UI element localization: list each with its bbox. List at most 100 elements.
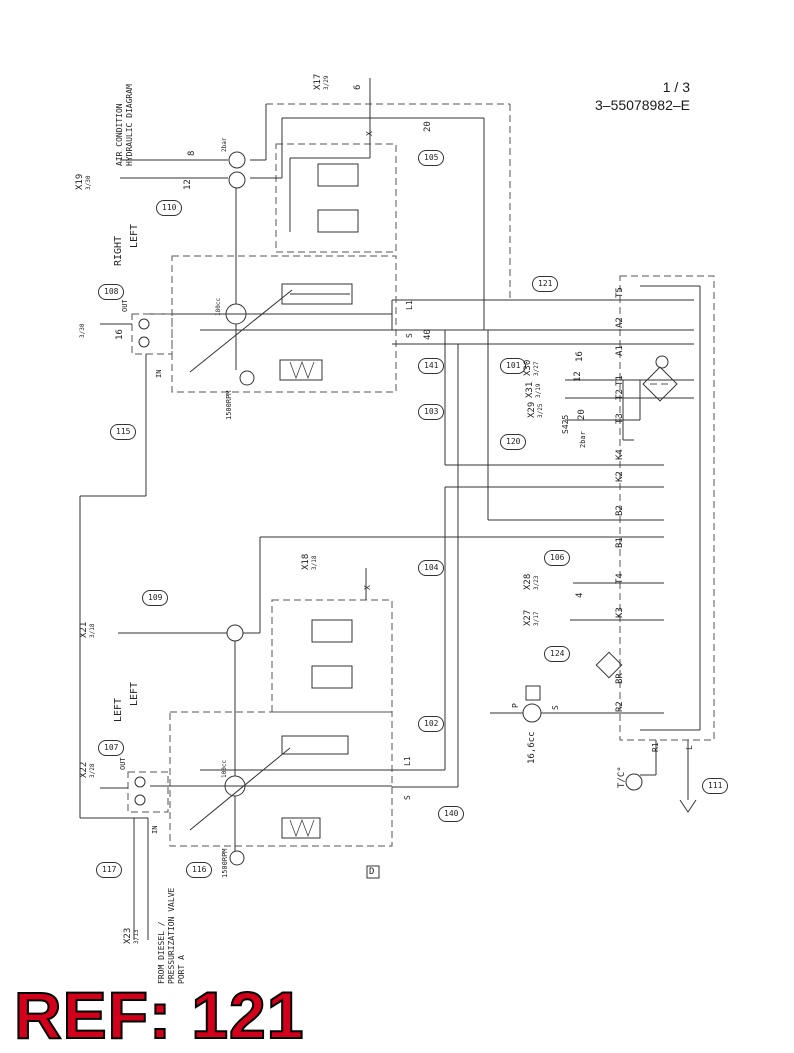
connector-x22-ref: 3/28 (89, 763, 96, 778)
port-k2: K2 (615, 471, 625, 482)
callout-balloon-110: 110 (156, 200, 183, 216)
auxiliary-motor (490, 685, 560, 723)
label-out-lower: OUT (119, 757, 127, 770)
label-valve: S425 (561, 414, 570, 434)
line-size-4: 20 (423, 121, 433, 132)
callout-balloon-103: 103 (418, 404, 445, 420)
connector-x17: X17 (313, 73, 323, 90)
port-t3: T3 (615, 413, 625, 424)
connector-x31: X31 (525, 381, 535, 398)
callout-balloon-117: 117 (96, 862, 123, 878)
upper-circuit (79, 78, 511, 818)
lower-circuit (80, 330, 489, 940)
connector-x27-ref: 3/17 (533, 611, 540, 626)
callout-balloon-141: 141 (418, 358, 445, 374)
line-size-6: 4 (575, 592, 585, 598)
callout-balloon-107: 107 (98, 740, 125, 756)
page-number: 1 / 3 (662, 79, 690, 95)
page-header: 1 / 3 3–55078982–E (595, 78, 690, 114)
connector-x18-ref: 3/18 (311, 555, 318, 570)
line-size-2: 12 (183, 179, 193, 190)
label-in-upper: IN (155, 369, 163, 378)
connector-x22: X22 (79, 761, 89, 778)
callout-balloon-140: 140 (438, 806, 465, 822)
label-cc-right: 180cc (215, 297, 222, 316)
label-x-upper: X (365, 131, 374, 136)
connector-x19-ref: 3/30 (85, 175, 92, 190)
connector-x28: X28 (523, 573, 533, 590)
line-size-1: 8 (187, 150, 197, 156)
port-a2: A2 (615, 317, 625, 328)
label-s-motor: S (551, 705, 560, 710)
port-t2: T2 (615, 389, 625, 400)
label-tc: T/C° (617, 766, 627, 788)
connector-x23: X23 (123, 927, 133, 944)
callout-balloon-116: 116 (186, 862, 213, 878)
line-size-0: 6 (353, 84, 363, 90)
callout-balloon-109: 109 (142, 590, 169, 606)
label-box-d: D (369, 867, 375, 877)
port-t1: T1 (615, 375, 625, 386)
section-left-label-lower-1: LEFT (113, 697, 124, 722)
line-size-9: 12 (573, 371, 583, 382)
label-in-lower: IN (151, 825, 159, 834)
diagram-title-line-1: AIR CONDITION (115, 103, 124, 166)
section-right-label: RIGHT (113, 235, 124, 266)
label-rpm-upper: 1500RPM (225, 390, 233, 420)
port-k3: K3 (615, 607, 625, 618)
filter-symbol (642, 355, 678, 402)
connector-x21: X21 (79, 621, 89, 638)
label-cc-left: 100cc (221, 759, 228, 778)
label-bar-small: 2bar (221, 137, 228, 152)
connector-x18: X18 (301, 553, 311, 570)
label-l: L (685, 745, 694, 750)
label-l1-upper: L1 (405, 300, 414, 310)
connector-x17-ref: 3/29 (323, 75, 330, 90)
diagram-title-line-2: HYDRAULIC DIAGRAM (125, 84, 134, 166)
manifold-block (619, 275, 715, 741)
callout-balloon-111: 111 (702, 778, 729, 794)
line-size-3: 16 (115, 329, 125, 340)
label-rpm-lower: 1500RPM (221, 848, 229, 878)
line-size-5: 40 (423, 329, 433, 340)
ref-label: REF: 121 (13, 978, 305, 1052)
callout-balloon-108: 108 (98, 284, 125, 300)
label-s-lower: S (403, 795, 412, 800)
port-br: BR (615, 673, 625, 684)
port-r2: R2 (615, 701, 625, 712)
callout-balloon-105: 105 (418, 150, 445, 166)
connector-x21-ref: 3/18 (89, 623, 96, 638)
callout-balloon-121: 121 (532, 276, 559, 292)
section-left-label-lower-2: LEFT (129, 681, 140, 706)
line-size-7: 16 (575, 351, 585, 362)
connector-x31-ref: 3/19 (535, 383, 542, 398)
label-out-upper: OUT (121, 299, 129, 312)
connector-x28-ref: 3/23 (533, 575, 540, 590)
port-b1: B1 (615, 537, 625, 548)
connector-x30: X30 (523, 359, 533, 376)
callout-balloon-106: 106 (544, 550, 571, 566)
label-ref330: 3/30 (79, 323, 86, 338)
label-r1: R1 (651, 742, 660, 752)
label-motor-cc: 16,6cc (527, 731, 537, 764)
line-size-8: 20 (577, 409, 587, 420)
callout-balloon-115: 115 (110, 424, 137, 440)
connector-x30-ref: 3/27 (533, 361, 540, 376)
callout-balloon-124: 124 (544, 646, 571, 662)
label-p: P (511, 703, 520, 708)
label-l1-lower: L1 (403, 756, 412, 766)
source-note-line-2: PRESSURIZATION VALVE (167, 887, 176, 984)
label-x-lower: X (363, 585, 372, 590)
connector-x23-ref: 3/13 (133, 929, 140, 944)
section-left-label-upper: LEFT (129, 223, 140, 248)
port-a1: A1 (615, 345, 625, 356)
sensor-branch (595, 651, 697, 813)
callout-balloon-101: 101 (500, 358, 527, 374)
connector-x29-ref: 3/25 (537, 403, 544, 418)
label-pressure: 2bar (579, 431, 587, 448)
connector-x29: X29 (527, 401, 537, 418)
connector-x19: X19 (75, 173, 85, 190)
